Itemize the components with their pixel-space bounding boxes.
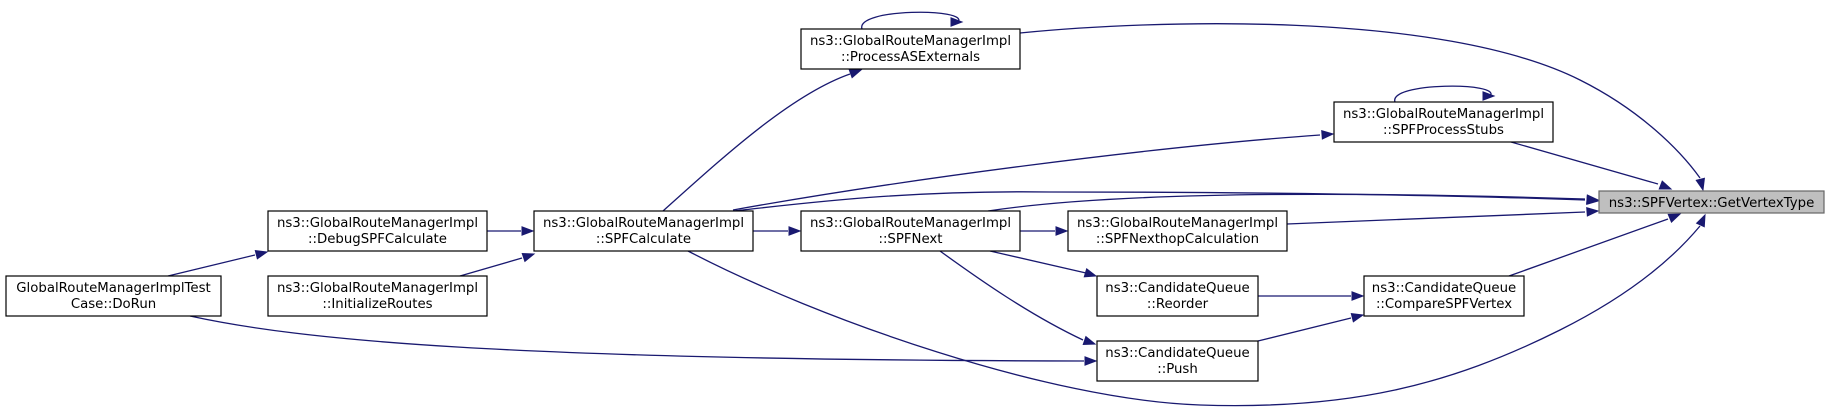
node-spfnexthopcalculation[interactable]: ns3::GlobalRouteManagerImpl ::SPFNexthop… <box>1067 210 1288 252</box>
node-label-line1: ns3::GlobalRouteManagerImpl <box>810 216 1011 231</box>
edge-spfprocessstubs-to-spfprocessstubs <box>1394 85 1492 103</box>
node-label: ns3::SPFVertex::GetVertexType <box>1609 196 1815 211</box>
edge-processasexternals-to-getvertextype <box>1019 23 1701 179</box>
node-compare[interactable]: ns3::CandidateQueue ::CompareSPFVertex <box>1363 275 1525 317</box>
edge-spfnext-to-getvertextype <box>987 193 1586 212</box>
node-label-line2: ::Reorder <box>1147 297 1209 312</box>
edges-layer <box>167 11 1706 407</box>
edge-spfnext-to-getvertextype-arrowhead <box>1586 194 1600 205</box>
edge-reorder-to-compare-arrowhead <box>1351 291 1365 301</box>
edge-dorun-to-debugspf-arrowhead <box>254 250 269 260</box>
node-label-line1: ns3::CandidateQueue <box>1105 281 1249 296</box>
node-label-line1: ns3::CandidateQueue <box>1105 346 1249 361</box>
node-label-line1: ns3::CandidateQueue <box>1372 281 1516 296</box>
edge-push-to-compare <box>1257 317 1352 342</box>
node-debugspf[interactable]: ns3::GlobalRouteManagerImpl ::DebugSPFCa… <box>267 210 488 252</box>
edge-spfprocessstubs-to-spfprocessstubs-arrowhead <box>1482 91 1496 101</box>
edge-spfcalculate-to-spfprocessstubs-arrowhead <box>1321 129 1335 140</box>
node-getvertextype[interactable]: ns3::SPFVertex::GetVertexType <box>1598 190 1825 214</box>
node-label-line2: ::SPFProcessStubs <box>1383 123 1504 138</box>
node-initroutes[interactable]: ns3::GlobalRouteManagerImpl ::Initialize… <box>267 275 488 317</box>
node-label-line1: ns3::GlobalRouteManagerImpl <box>810 34 1011 49</box>
node-label-line2: ::SPFNext <box>878 232 942 247</box>
node-reorder[interactable]: ns3::CandidateQueue ::Reorder <box>1096 275 1259 317</box>
edge-initroutes-to-spfcalculate-arrowhead <box>521 252 536 263</box>
node-label-line1: ns3::GlobalRouteManagerImpl <box>1077 216 1278 231</box>
edge-compare-to-getvertextype <box>1508 218 1669 277</box>
edge-spfnext-to-spfnexthopcalculation-arrowhead <box>1055 226 1069 236</box>
node-spfnext[interactable]: ns3::GlobalRouteManagerImpl ::SPFNext <box>800 210 1021 252</box>
edge-spfnext-to-reorder <box>989 250 1087 274</box>
node-label-line2: ::SPFCalculate <box>596 232 691 247</box>
edge-debugspf-to-spfcalculate-arrowhead <box>521 226 535 236</box>
node-label-line1: ns3::GlobalRouteManagerImpl <box>1343 107 1544 122</box>
edge-spfcalculate-to-getvertextype-lower-arrowhead <box>1695 213 1706 228</box>
edge-spfnexthopcalculation-to-getvertextype <box>1286 211 1586 225</box>
node-label-line1: ns3::GlobalRouteManagerImpl <box>277 216 478 231</box>
node-label-line1: ns3::GlobalRouteManagerImpl <box>543 216 744 231</box>
edge-spfnexthopcalculation-to-getvertextype-arrowhead <box>1586 206 1600 217</box>
node-label-line1: GlobalRouteManagerImplTest <box>16 281 211 296</box>
edge-spfprocessstubs-to-getvertextype-arrowhead <box>1658 180 1673 190</box>
edge-compare-to-getvertextype-arrowhead <box>1667 213 1682 223</box>
edge-spfnext-to-push-arrowhead <box>1082 335 1097 346</box>
edge-spfprocessstubs-to-getvertextype <box>1510 141 1659 185</box>
edge-dorun-to-debugspf <box>167 254 256 277</box>
node-push[interactable]: ns3::CandidateQueue ::Push <box>1096 340 1259 382</box>
nodes-layer: ns3::SPFVertex::GetVertexType ns3::Globa… <box>5 28 1825 382</box>
edge-spfcalculate-to-spfprocessstubs <box>732 134 1321 211</box>
edge-dorun-to-push-arrowhead <box>1084 356 1098 366</box>
edge-spfcalculate-to-processasexternals <box>662 73 851 212</box>
edge-dorun-to-push <box>189 315 1085 362</box>
node-label-line1: ns3::GlobalRouteManagerImpl <box>277 281 478 296</box>
node-label-line2: ::ProcessASExternals <box>841 50 980 65</box>
edge-spfcalculate-to-getvertextype-lower <box>687 225 1701 407</box>
edge-processasexternals-to-getvertextype-arrowhead <box>1695 177 1705 192</box>
edge-spfcalculate-to-spfnext-arrowhead <box>788 226 802 236</box>
node-dorun[interactable]: GlobalRouteManagerImplTest Case::DoRun <box>5 275 222 317</box>
node-spfcalculate[interactable]: ns3::GlobalRouteManagerImpl ::SPFCalcula… <box>533 210 754 252</box>
edge-processasexternals-to-processasexternals <box>861 11 960 30</box>
node-label-line2: ::CompareSPFVertex <box>1376 297 1512 312</box>
node-label-line2: ::SPFNexthopCalculation <box>1096 232 1259 247</box>
node-label-line2: ::InitializeRoutes <box>322 297 432 312</box>
edge-spfnext-to-push <box>939 250 1084 341</box>
node-processasexternals[interactable]: ns3::GlobalRouteManagerImpl ::ProcessASE… <box>800 28 1021 70</box>
edge-push-to-compare-arrowhead <box>1350 313 1365 323</box>
edge-spfnext-to-reorder-arrowhead <box>1083 267 1098 278</box>
node-spfprocessstubs[interactable]: ns3::GlobalRouteManagerImpl ::SPFProcess… <box>1333 101 1554 143</box>
edge-spfcalculate-to-processasexternals-arrowhead <box>848 69 863 79</box>
edge-processasexternals-to-processasexternals-arrowhead <box>950 17 964 27</box>
edge-spfcalculate-to-getvertextype <box>732 191 1586 212</box>
node-label-line2: ::Push <box>1157 362 1198 377</box>
edge-initroutes-to-spfcalculate <box>459 257 523 277</box>
node-label-line2: Case::DoRun <box>71 297 156 312</box>
node-label-line2: ::DebugSPFCalculate <box>308 232 447 247</box>
